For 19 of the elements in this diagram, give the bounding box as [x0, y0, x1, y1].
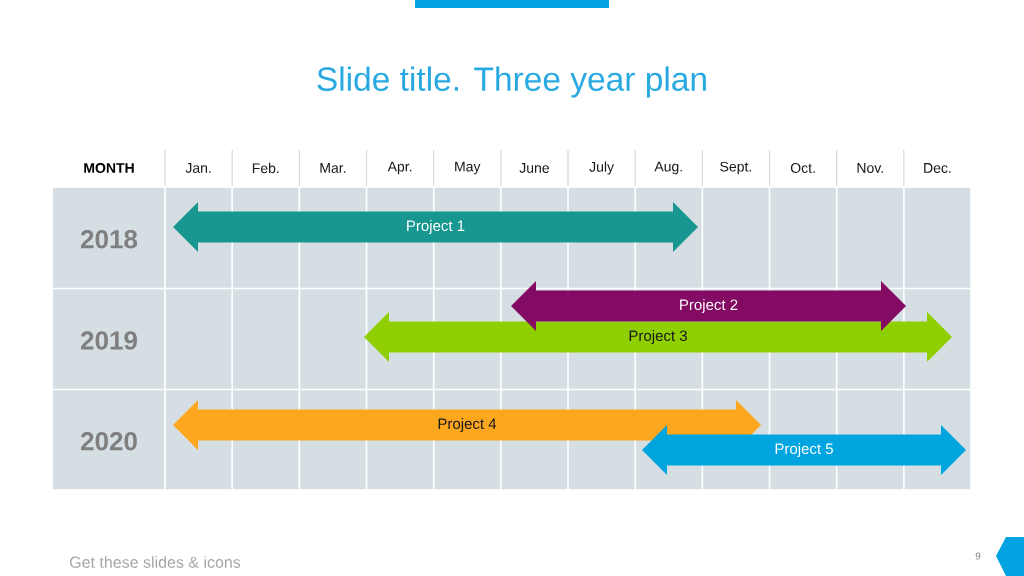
column-header: Jan. [185, 163, 211, 173]
column-header: Feb. [252, 162, 279, 174]
column-header: Apr. [387, 161, 412, 175]
page-number: 9 [975, 552, 981, 560]
row-header: 2020 [53, 390, 165, 490]
column-header: Dec. [924, 163, 951, 173]
column-header: Oct. [790, 163, 815, 173]
column-header: Mar. [320, 163, 346, 173]
column-header: Sept. [720, 161, 751, 175]
column-header: Aug. [654, 161, 682, 175]
row-header: 2019 [53, 289, 165, 389]
column-header: Nov. [857, 163, 883, 173]
column-header: June [519, 163, 549, 173]
column-header: July [589, 161, 614, 175]
column-header: MONTH [84, 163, 134, 173]
footer-text: Get these slides & icons [70, 556, 241, 568]
column-header: May [455, 161, 481, 175]
row-header: 2018 [53, 187, 165, 288]
slide-title: Slide title. Three year plan [317, 66, 706, 98]
